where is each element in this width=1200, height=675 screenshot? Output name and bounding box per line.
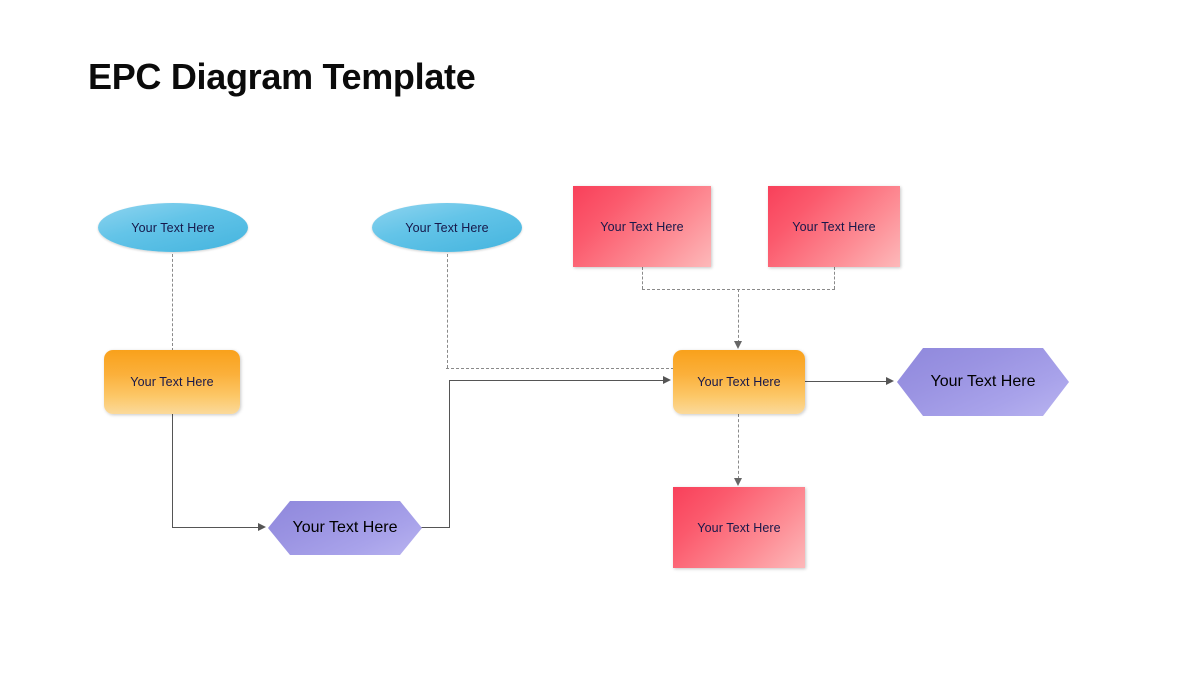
connector-org-to-function-main xyxy=(738,289,739,343)
process-node-right[interactable]: Your Text Here xyxy=(897,348,1069,416)
connector-event1-to-function-left xyxy=(172,249,173,351)
arrowhead-to-process-right xyxy=(886,377,894,385)
organization-node-top-right-label: Your Text Here xyxy=(792,219,876,234)
arrowhead-to-process-bottom xyxy=(258,523,266,531)
arrowhead-org-to-function-main xyxy=(734,341,742,349)
organization-node-top-left[interactable]: Your Text Here xyxy=(573,186,711,267)
process-node-bottom-label: Your Text Here xyxy=(292,519,398,536)
connector-function-left-vertical xyxy=(172,414,173,528)
process-node-bottom-shape xyxy=(268,501,422,555)
arrowhead-to-function-main xyxy=(663,376,671,384)
event-node-2-label: Your Text Here xyxy=(405,220,489,235)
arrowhead-function-main-to-org-bottom xyxy=(734,478,742,486)
process-node-bottom[interactable]: Your Text Here xyxy=(268,501,422,555)
connector-org-top-left-vertical xyxy=(642,267,643,289)
connector-org-top-right-vertical xyxy=(834,267,835,289)
event-node-1[interactable]: Your Text Here xyxy=(98,203,248,252)
connector-process-bottom-to-function-main xyxy=(449,380,666,381)
function-node-left[interactable]: Your Text Here xyxy=(104,350,240,414)
organization-node-bottom[interactable]: Your Text Here xyxy=(673,487,805,568)
event-node-1-label: Your Text Here xyxy=(131,220,215,235)
process-node-right-label: Your Text Here xyxy=(930,373,1036,390)
event-node-2[interactable]: Your Text Here xyxy=(372,203,522,252)
organization-node-bottom-label: Your Text Here xyxy=(697,520,781,535)
process-node-right-shape xyxy=(897,348,1069,416)
connector-function-main-to-process-right xyxy=(805,381,888,382)
function-node-main[interactable]: Your Text Here xyxy=(673,350,805,414)
function-node-left-label: Your Text Here xyxy=(130,375,214,389)
page-title: EPC Diagram Template xyxy=(88,56,476,97)
connector-process-bottom-horizontal xyxy=(420,527,450,528)
function-node-main-label: Your Text Here xyxy=(697,375,781,389)
connector-process-bottom-vertical xyxy=(449,380,450,528)
connector-function-main-to-org-bottom xyxy=(738,414,739,479)
connector-function-left-horizontal xyxy=(172,527,261,528)
connector-event2-vertical xyxy=(447,249,448,368)
organization-node-top-left-label: Your Text Here xyxy=(600,219,684,234)
organization-node-top-right[interactable]: Your Text Here xyxy=(768,186,900,267)
connector-event2-horizontal xyxy=(446,368,674,369)
